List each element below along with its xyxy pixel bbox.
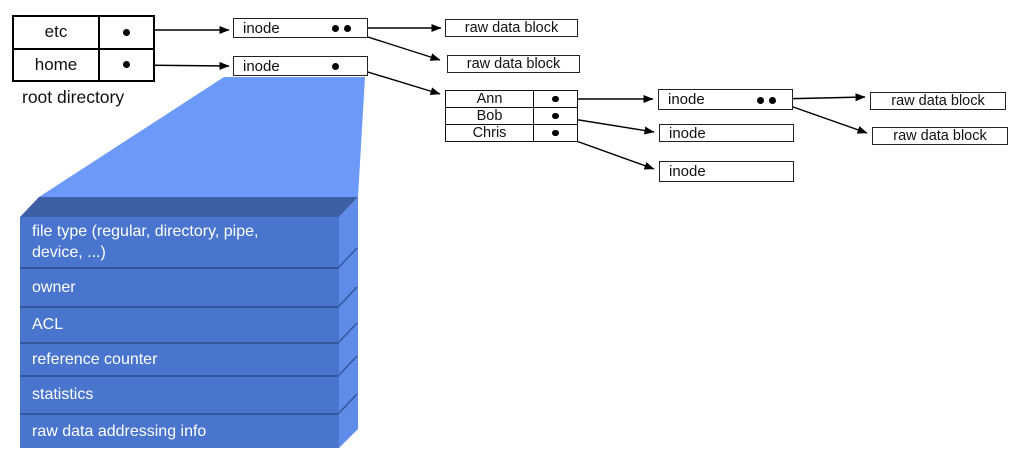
root-directory-caption: root directory xyxy=(22,87,125,107)
inode-box-home: inode xyxy=(233,56,368,76)
pointer-dot xyxy=(769,97,776,104)
root-directory-table: etc home xyxy=(12,15,155,82)
pointer-cell xyxy=(100,17,153,48)
inode-field-row: ACL xyxy=(20,306,339,342)
inode-field-label: ACL xyxy=(32,316,64,333)
raw-data-block: raw data block xyxy=(872,127,1008,145)
pointer-dot xyxy=(757,97,764,104)
inode-box-chris: inode xyxy=(659,161,794,182)
inode-label: inode xyxy=(243,19,280,37)
raw-data-block: raw data block xyxy=(870,92,1006,110)
directory-entry-name: etc xyxy=(14,17,100,48)
pointer-dot xyxy=(552,129,559,137)
inode-label: inode xyxy=(668,91,705,108)
inode-box-ann: inode xyxy=(658,89,793,110)
pointer-dot xyxy=(332,25,339,32)
pointer-cell xyxy=(534,125,577,141)
pointer-dot xyxy=(123,28,130,36)
inode-field-label: file type (regular, directory, pipe, dev… xyxy=(32,223,259,261)
inode-field-label: statistics xyxy=(32,386,94,403)
inode-label: inode xyxy=(669,163,706,180)
inode-field-row: raw data addressing info xyxy=(20,413,339,448)
side-separator xyxy=(338,286,358,307)
inode-field-label: owner xyxy=(32,278,76,296)
table-row: Ann xyxy=(446,91,577,107)
pointer-dot xyxy=(552,95,559,103)
side-separator xyxy=(338,322,358,343)
directory-entry-name: home xyxy=(14,49,100,80)
inode-field-label: reference counter xyxy=(32,350,158,368)
inode-detail-side-face xyxy=(339,197,358,448)
pointer-dot xyxy=(123,61,130,69)
inode-field-row: statistics xyxy=(20,375,339,413)
raw-data-block: raw data block xyxy=(445,19,578,37)
table-row: home xyxy=(14,47,153,81)
user-directory-table: Ann Bob Chris xyxy=(445,90,578,142)
raw-block-label: raw data block xyxy=(466,56,561,72)
inode-detail-front: file type (regular, directory, pipe, dev… xyxy=(20,217,339,448)
directory-entry-name: Ann xyxy=(446,91,534,107)
raw-block-label: raw data block xyxy=(893,128,987,144)
pointer-dot xyxy=(552,112,559,120)
directory-entry-name: Chris xyxy=(446,125,534,141)
raw-block-label: raw data block xyxy=(464,20,559,36)
inode-detail-top-face xyxy=(20,197,358,217)
inode-field-label: raw data addressing info xyxy=(32,422,207,440)
inode-field-row: owner xyxy=(20,267,339,306)
pointer-cell xyxy=(100,50,153,81)
inode-box-bob: inode xyxy=(659,124,794,142)
inode-label: inode xyxy=(669,124,706,142)
inode-label: inode xyxy=(243,57,280,75)
inode-field-row: file type (regular, directory, pipe, dev… xyxy=(20,217,339,267)
inode-field-row: reference counter xyxy=(20,342,339,375)
pointer-dot xyxy=(332,63,339,70)
inode-box-etc: inode xyxy=(233,18,368,38)
pointer-dot xyxy=(344,25,351,32)
side-separator xyxy=(338,247,358,268)
directory-entry-name: Bob xyxy=(446,108,534,124)
side-separator xyxy=(338,393,358,414)
table-row: Bob xyxy=(446,107,577,124)
raw-block-label: raw data block xyxy=(891,93,985,109)
table-row: Chris xyxy=(446,124,577,141)
pointer-cell xyxy=(534,91,577,107)
side-separator xyxy=(338,355,358,376)
raw-data-block: raw data block xyxy=(447,55,580,73)
pointer-cell xyxy=(534,108,577,124)
table-row: etc xyxy=(14,17,153,48)
